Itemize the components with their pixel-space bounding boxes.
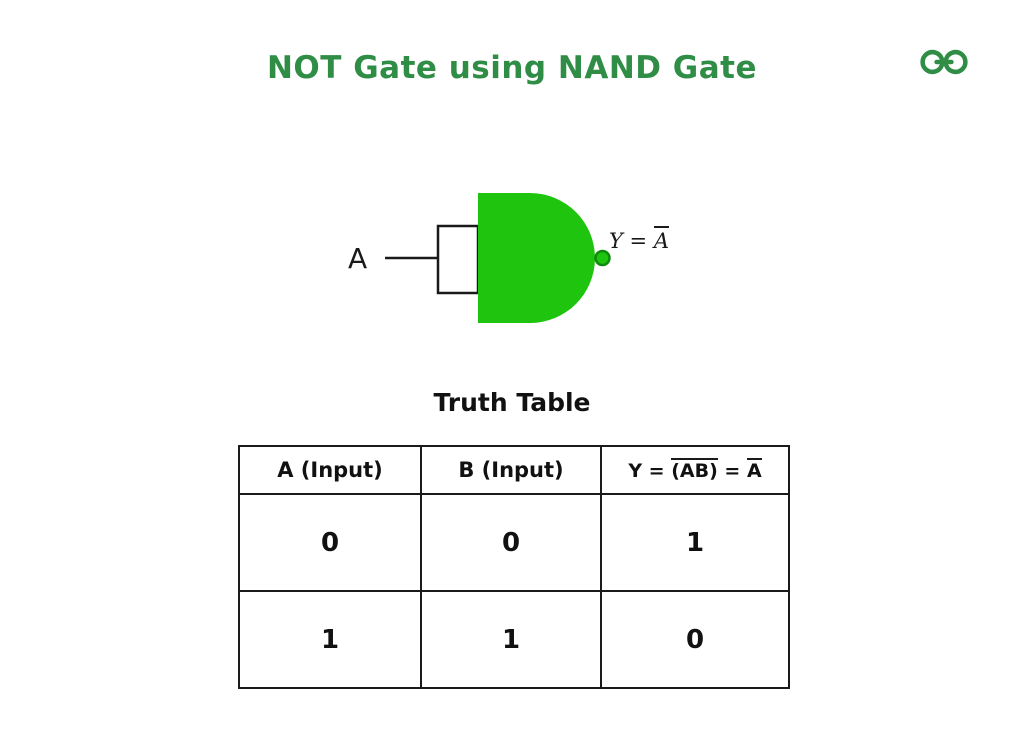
col-header-y: Y = (AB) = A bbox=[600, 445, 790, 495]
nand-gate-diagram: A bbox=[330, 178, 710, 348]
logo-left-g bbox=[920, 49, 947, 75]
input-branch-loop bbox=[436, 224, 480, 295]
cell-y-row2: 0 bbox=[600, 590, 790, 689]
table-header-row: A (Input) B (Input) Y = (AB) = A bbox=[238, 445, 790, 495]
input-a-label: A bbox=[348, 242, 367, 275]
inversion-bubble bbox=[594, 249, 611, 267]
cell-a-row1: 0 bbox=[238, 493, 422, 592]
col-header-b: B (Input) bbox=[420, 445, 602, 495]
logo-strokes bbox=[920, 49, 968, 75]
col-header-a: A (Input) bbox=[238, 445, 422, 495]
output-prefix: Y = bbox=[609, 229, 654, 253]
table-row: 1 1 0 bbox=[238, 590, 790, 689]
geeksforgeeks-logo-icon bbox=[916, 44, 972, 80]
cell-a-row2: 1 bbox=[238, 590, 422, 689]
y-formula-prefix: Y = bbox=[628, 460, 672, 482]
table-row: 0 0 1 bbox=[238, 493, 790, 592]
output-expression: Y = A bbox=[609, 226, 669, 253]
page-title: NOT Gate using NAND Gate bbox=[266, 50, 758, 86]
cell-y-row1: 1 bbox=[600, 493, 790, 592]
nand-gate-svg: A bbox=[348, 193, 611, 323]
cell-b-row1: 0 bbox=[420, 493, 602, 592]
y-formula-equals: = bbox=[717, 460, 747, 482]
cell-b-row2: 1 bbox=[420, 590, 602, 689]
y-formula-overline-a: A bbox=[746, 458, 762, 482]
logo-right-g bbox=[941, 49, 968, 75]
logo-svg bbox=[920, 49, 968, 75]
nand-gate-shape bbox=[478, 193, 595, 323]
truth-table: A (Input) B (Input) Y = (AB) = A 0 0 1 1… bbox=[238, 445, 790, 689]
truth-table-heading: Truth Table bbox=[433, 388, 591, 417]
output-overlined-a: A bbox=[653, 226, 669, 252]
y-formula-overline-ab: (AB) bbox=[671, 458, 718, 482]
